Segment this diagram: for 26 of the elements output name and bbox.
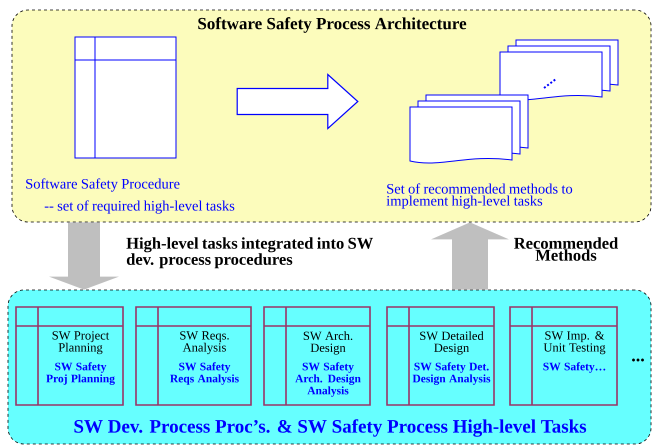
node-label: -- set of required high-level tasks xyxy=(44,200,234,214)
node-label: ... xyxy=(632,358,644,362)
block-arrow xyxy=(236,73,359,130)
task-name: SW Arch. Design xyxy=(304,331,352,355)
task-name: SW Project Planning xyxy=(52,331,110,354)
safety-task: SW Safety Arch. Design Analysis xyxy=(295,362,361,397)
edge-label: High-level tasks integrated into SW dev. process procedures xyxy=(125,236,378,270)
safety-task: SW Safety… xyxy=(543,362,606,373)
block-arrow xyxy=(49,222,119,290)
task-card xyxy=(509,306,618,406)
document-drawing xyxy=(74,36,176,158)
task-card xyxy=(263,306,371,406)
task-name: SW Detailed Design xyxy=(420,331,484,355)
block-arrow xyxy=(431,222,509,290)
node-label: Software Safety Procedure xyxy=(26,178,180,192)
task-card xyxy=(386,306,495,406)
safety-task: SW Safety Proj Planning xyxy=(46,362,115,385)
document-drawing xyxy=(410,40,618,164)
node-label: Set of recommended methods to implement high-level tasks xyxy=(386,183,572,209)
task-card xyxy=(15,306,124,406)
safety-task: SW Safety Reqs Analysis xyxy=(170,362,239,385)
safety-task: SW Safety Det. Design Analysis xyxy=(412,362,490,385)
task-name: SW Reqs. Analysis xyxy=(180,331,229,354)
task-name: SW Imp. & Unit Testing xyxy=(544,331,606,354)
task-card xyxy=(135,306,252,406)
edge-label: Recommended Methods xyxy=(510,236,622,262)
